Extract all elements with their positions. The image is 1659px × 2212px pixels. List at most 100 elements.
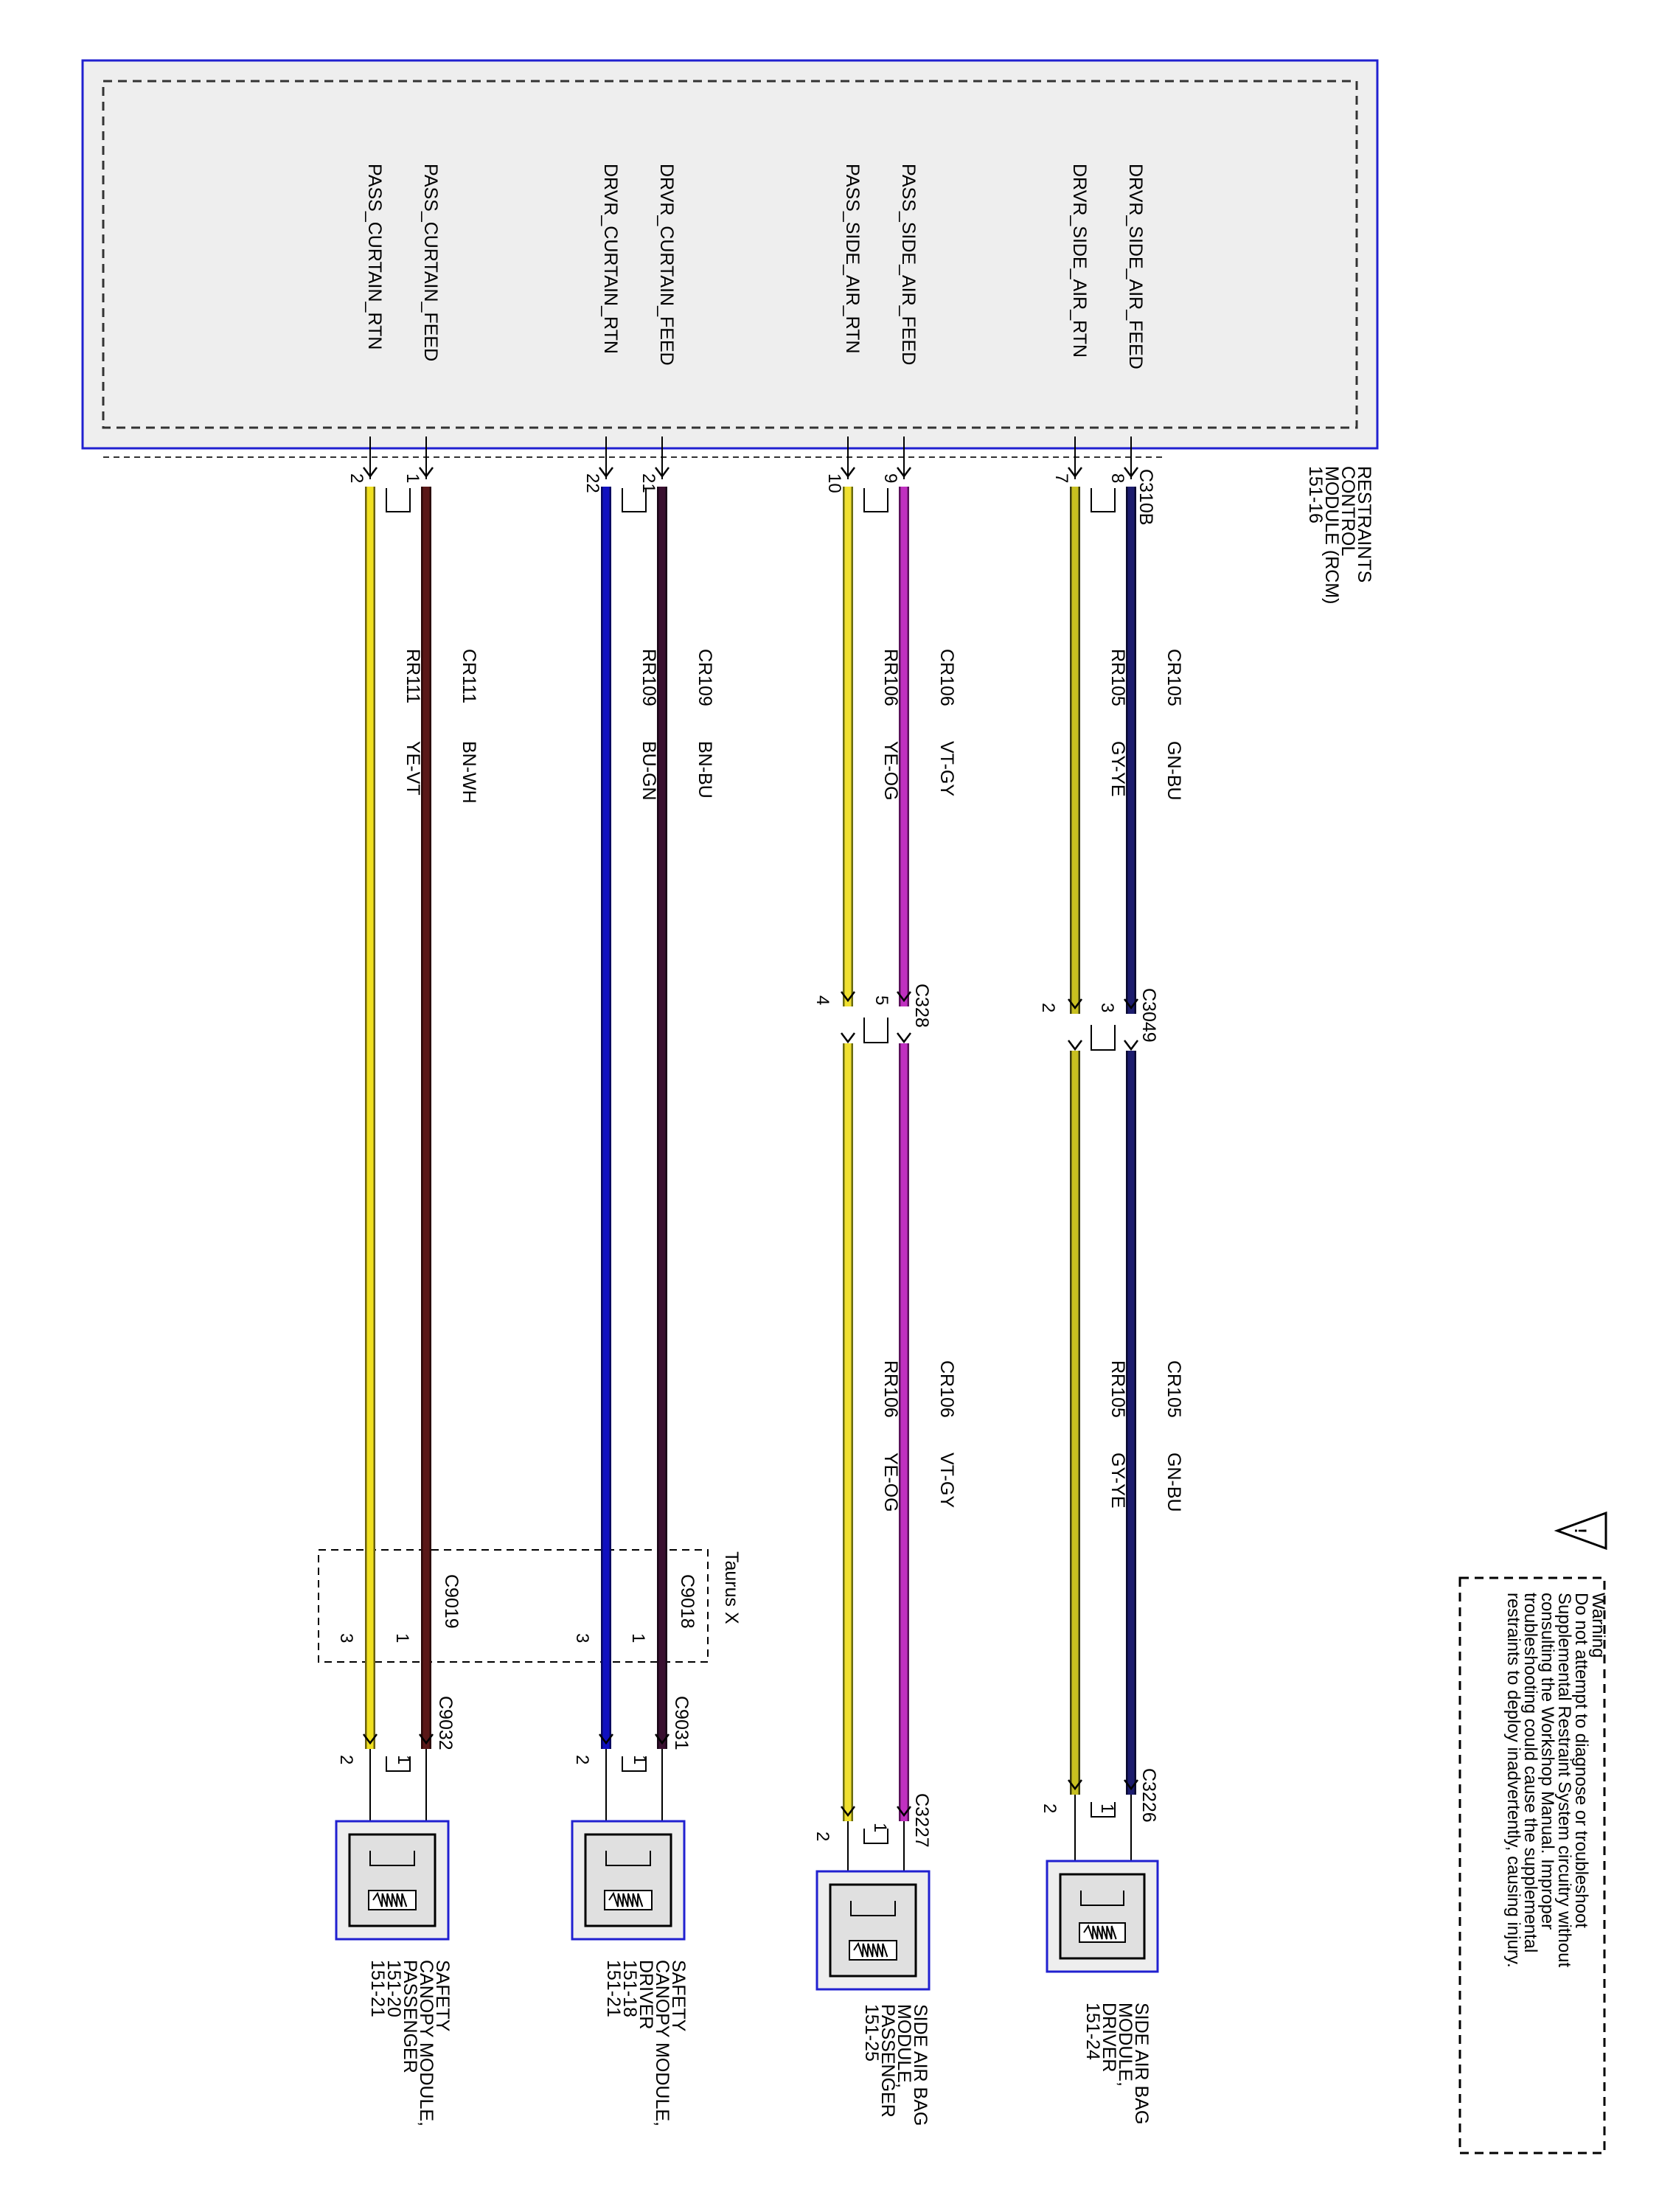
- inline-connector-pin: 5: [872, 995, 891, 1005]
- inline-connector-pin: 4: [813, 995, 832, 1005]
- rcm-pin-arrow: [1124, 467, 1138, 479]
- rcm-pin-number: 7: [1051, 473, 1071, 483]
- rcm-pin-pair-bracket: [1091, 488, 1116, 512]
- rcm-signal-pass-curtain-rtn: PASS_CURTAIN_RTN: [364, 164, 385, 349]
- component-label-line: CANOPY MODULE,: [652, 1960, 672, 2126]
- component-label-line: SAFETY: [432, 1960, 453, 2032]
- component-label-line: DRIVER: [636, 1960, 656, 2029]
- wire-color-label: GY-YE: [1107, 1453, 1128, 1509]
- label-layer: 87910212212CR105GN-BUCR105GN-BURR105GY-Y…: [336, 473, 1184, 1643]
- warning-frame: [1458, 1576, 1606, 2154]
- rcm-title-line-3: MODULE (RCM): [1321, 466, 1342, 605]
- component-pin: 2: [572, 1755, 592, 1764]
- rcm-module-box: [81, 59, 1379, 450]
- rcm-signal-drvr-side-air-feed: DRVR_SIDE_AIR_FEED: [1125, 164, 1146, 369]
- component-connector-label: C3226: [1138, 1768, 1159, 1823]
- component-pin: 1: [394, 1755, 414, 1764]
- inline-connector-pin: 3: [1097, 1003, 1117, 1012]
- component-label-line: DRIVER: [1099, 2003, 1119, 2072]
- wire-color-label: YE-VT: [403, 741, 423, 796]
- warning-title: Warning: [1588, 1593, 1608, 1658]
- component-connector-label: C3227: [911, 1793, 932, 1848]
- airbag-squib-icon: [369, 1851, 415, 1866]
- wire-circuit-label: CR109: [695, 649, 715, 706]
- inline-connector-arrow: [841, 1032, 855, 1044]
- wire-color-label: GY-YE: [1107, 741, 1128, 797]
- component-label-line: PASSENGER: [877, 2004, 898, 2118]
- rcm-pin-pair-bracket: [863, 488, 888, 512]
- component-connector-arrow: [363, 1733, 378, 1745]
- component-pin: 2: [813, 1832, 832, 1841]
- component-label-line: 151-18: [619, 1960, 640, 2017]
- component-pin: 1: [630, 1755, 650, 1764]
- taurus-connector-pin: 3: [336, 1633, 356, 1643]
- wire-color-label: BN-BU: [695, 741, 715, 799]
- component-connector-arrow: [841, 1806, 855, 1818]
- airbag-squib-housing: [1059, 1873, 1146, 1960]
- rcm-signal-drvr-curtain-feed: DRVR_CURTAIN_FEED: [656, 164, 677, 366]
- wire-color-label: BN-WH: [459, 741, 479, 804]
- component-pin: 1: [870, 1823, 890, 1832]
- component-label-line: 151-20: [383, 1960, 404, 2017]
- igniter-element-icon: [372, 1891, 408, 1907]
- wire-color-label: GN-BU: [1164, 741, 1184, 801]
- rcm-pin-arrow: [897, 467, 911, 479]
- rcm-title-line-2: CONTROL: [1338, 466, 1358, 556]
- wire-circuit-label: CR106: [936, 1360, 957, 1418]
- rcm-pin-number: 9: [880, 473, 900, 483]
- wire-color-label: YE-OG: [880, 1453, 901, 1512]
- taurus-connector-c9019: C9019: [441, 1574, 462, 1629]
- component-connector-arrow: [655, 1733, 669, 1745]
- component-label-line: SIDE AIR BAG: [1131, 2003, 1152, 2124]
- rcm-pin-arrow: [841, 467, 855, 479]
- airbag-squib-housing: [584, 1833, 672, 1927]
- warning-icon: [1554, 1511, 1607, 1551]
- wire-circuit-label: CR105: [1164, 1360, 1184, 1418]
- rcm-pin-arrow: [1068, 467, 1082, 479]
- component-label-line: SAFETY: [668, 1960, 689, 2032]
- component-pin: 2: [336, 1755, 356, 1764]
- rcm-pin-number: 21: [639, 473, 658, 493]
- component-connector-label: C9032: [435, 1696, 456, 1750]
- wire-circuit-label: RR111: [403, 649, 423, 703]
- component-label-line: 151-25: [861, 2004, 882, 2062]
- wire-color-label: VT-GY: [936, 1453, 957, 1508]
- component-connector-arrow: [419, 1733, 434, 1745]
- airbag-squib-housing: [348, 1833, 437, 1927]
- inline-connector-arrow: [897, 1032, 911, 1044]
- component-label-line: MODULE,: [1115, 2003, 1135, 2087]
- component-label-line: CANOPY MODULE,: [416, 1960, 437, 2126]
- wire-circuit-label: RR105: [1107, 1360, 1128, 1418]
- warning-line-4: troubleshooting could cause the suppleme…: [1520, 1593, 1540, 1952]
- component-pin: 2: [1040, 1804, 1060, 1813]
- airbag-squib-icon: [1080, 1891, 1124, 1906]
- component-pin-bracket: [386, 1756, 411, 1772]
- rcm-pin-number: 2: [347, 473, 366, 483]
- component-connector-arrow: [1068, 1779, 1082, 1791]
- rcm-pin-arrow: [363, 467, 378, 479]
- wire-circuit-label: CR105: [1164, 649, 1184, 706]
- rcm-pin-number: 1: [403, 473, 422, 483]
- igniter-element-icon: [608, 1891, 644, 1907]
- rcm-signal-drvr-curtain-rtn: DRVR_CURTAIN_RTN: [600, 164, 621, 354]
- component-pin-bracket: [863, 1829, 888, 1844]
- warning-line-5: restraints to deploy inadvertently, caus…: [1503, 1593, 1523, 1968]
- airbag-squib-icon: [850, 1901, 896, 1916]
- rcm-title: RESTRAINTS CONTROL MODULE (RCM) 151-16: [1305, 466, 1374, 605]
- airbag-squib-icon: [605, 1851, 651, 1866]
- taurus-connector-pin: 1: [628, 1633, 648, 1643]
- taurus-connector-pin: 1: [392, 1633, 412, 1643]
- rcm-pin-number: 10: [824, 473, 844, 493]
- warning-line-2: Supplemental Restraint System circuitry …: [1554, 1593, 1574, 1968]
- rcm-pin-pair-bracket: [622, 488, 647, 512]
- warning-box: ! Warning Do not attempt to diagnose or …: [1458, 1511, 1608, 2154]
- taurus-connector-pin: 3: [572, 1633, 592, 1643]
- rcm-pin-arrow: [419, 467, 434, 479]
- wire-color-label: VT-GY: [936, 741, 957, 796]
- inline-connector-c328: C328: [911, 984, 932, 1028]
- taurus-connector-c9018: C9018: [677, 1574, 698, 1629]
